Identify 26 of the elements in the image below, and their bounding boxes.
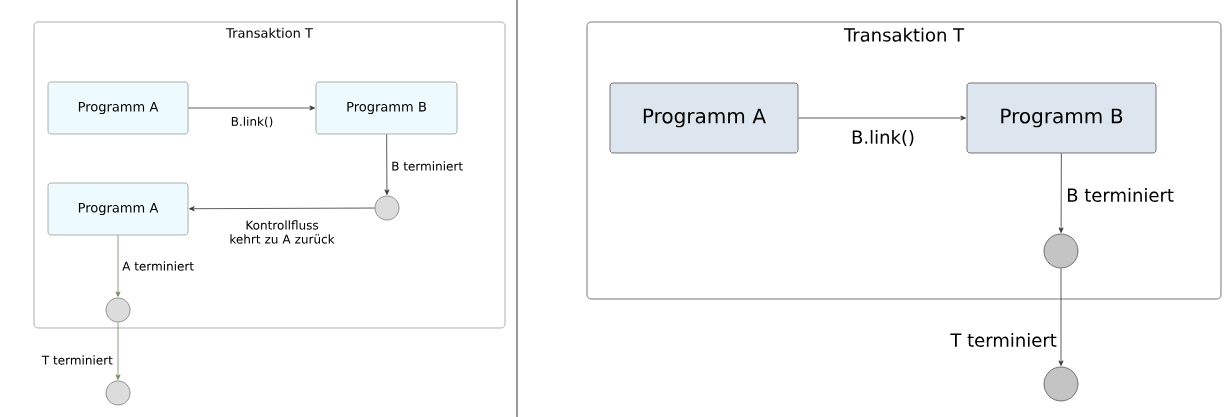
process-box: Programm A [609, 82, 799, 154]
state-circle [1043, 233, 1079, 269]
process-box: Programm A [47, 81, 189, 135]
arrow [384, 134, 390, 195]
process-box: Programm B [966, 82, 1157, 154]
process-box: Programm A [47, 182, 189, 236]
edge-label: T terminiert [41, 355, 113, 365]
arrow [1058, 153, 1064, 233]
edge-label: Kontrollfluss kehrt zu A zurück [230, 220, 335, 244]
arrow [115, 235, 121, 297]
state-circle [105, 297, 131, 323]
state-circle [1043, 366, 1079, 402]
arrow [1058, 268, 1064, 366]
state-circle [105, 380, 131, 406]
edge-label: A terminiert [122, 261, 194, 271]
edge-label: B terminiert [392, 161, 463, 171]
edge-label: B.link() [852, 129, 914, 146]
arrow [798, 115, 966, 121]
arrow [115, 322, 121, 380]
process-box: Programm B [315, 81, 458, 135]
arrow [189, 206, 375, 212]
state-circle [374, 195, 400, 221]
edge-label: B terminiert [1067, 188, 1174, 202]
arrow [188, 105, 315, 111]
edge-label: B.link() [231, 116, 273, 128]
edge-label: T terminiert [950, 333, 1057, 347]
